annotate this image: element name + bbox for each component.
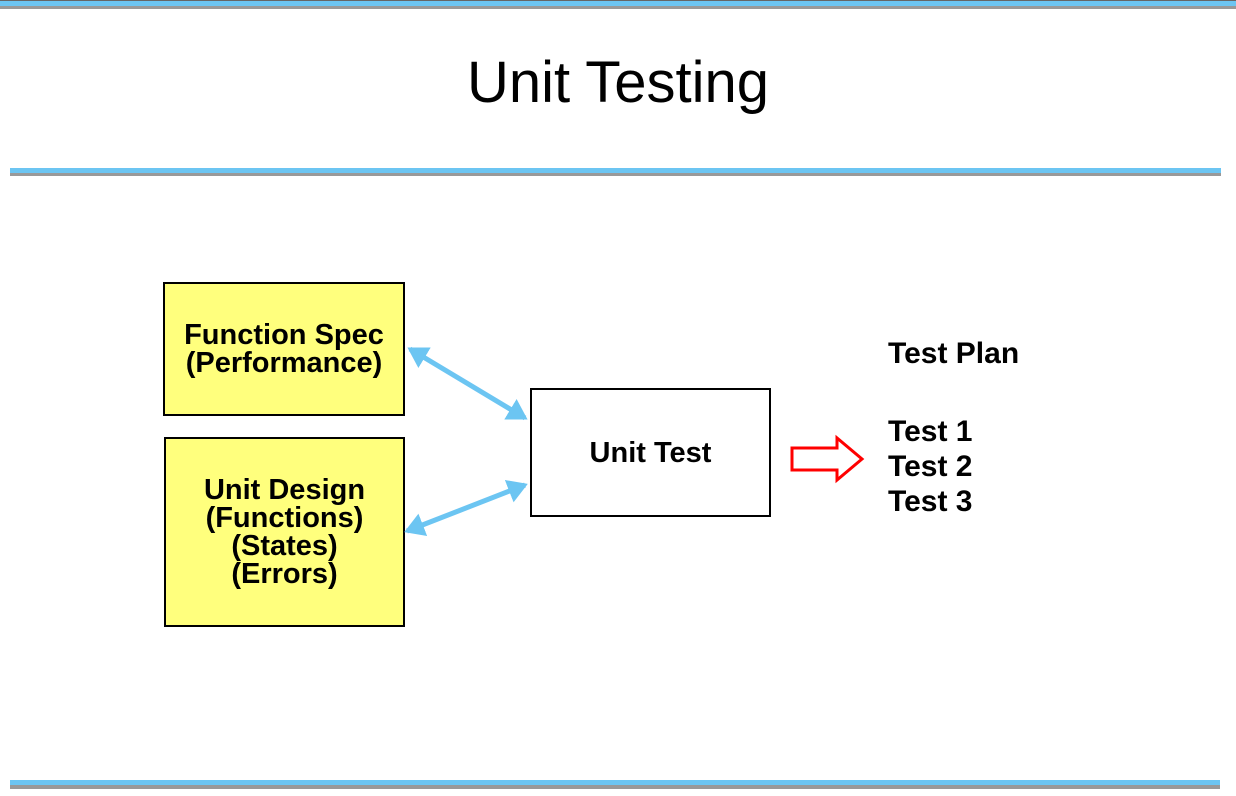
test-plan: Test Plan Test 1 Test 2 Test 3 (888, 336, 1019, 519)
test-plan-item: Test 1 (888, 415, 973, 448)
function-spec-line: (Performance) (185, 347, 383, 379)
output-block-arrow-icon (790, 434, 865, 484)
test-plan-heading: Test Plan (888, 337, 1020, 370)
bottom-border-blue-line (10, 780, 1220, 785)
title-underline-gray (10, 173, 1221, 176)
unit-design-box: Unit Design (Functions) (States) (Errors… (164, 437, 405, 627)
function-spec-line: Function Spec (184, 319, 384, 351)
unit-design-line: Unit Design (203, 474, 366, 506)
unit-test-label: Unit Test (589, 436, 712, 469)
function-spec-box: Function Spec (Performance) (163, 282, 405, 416)
bottom-border-gray-line (10, 785, 1220, 789)
top-border-gray-line (0, 6, 1236, 9)
slide-title: Unit Testing (467, 50, 769, 115)
unit-test-box: Unit Test (530, 388, 771, 517)
test-plan-item: Test 2 (888, 450, 973, 483)
test-plan-item: Test 3 (888, 485, 973, 518)
top-border-dark-line (0, 0, 1236, 1)
spec-to-unittest-double-arrow-icon (407, 346, 528, 421)
unit-design-line: (States) (231, 530, 338, 562)
title-underline-blue (10, 168, 1221, 173)
unit-design-line: (Functions) (205, 502, 364, 534)
design-to-unittest-double-arrow-icon (404, 479, 528, 537)
unit-design-line: (Errors) (231, 558, 338, 590)
top-border-blue-line (0, 1, 1236, 6)
